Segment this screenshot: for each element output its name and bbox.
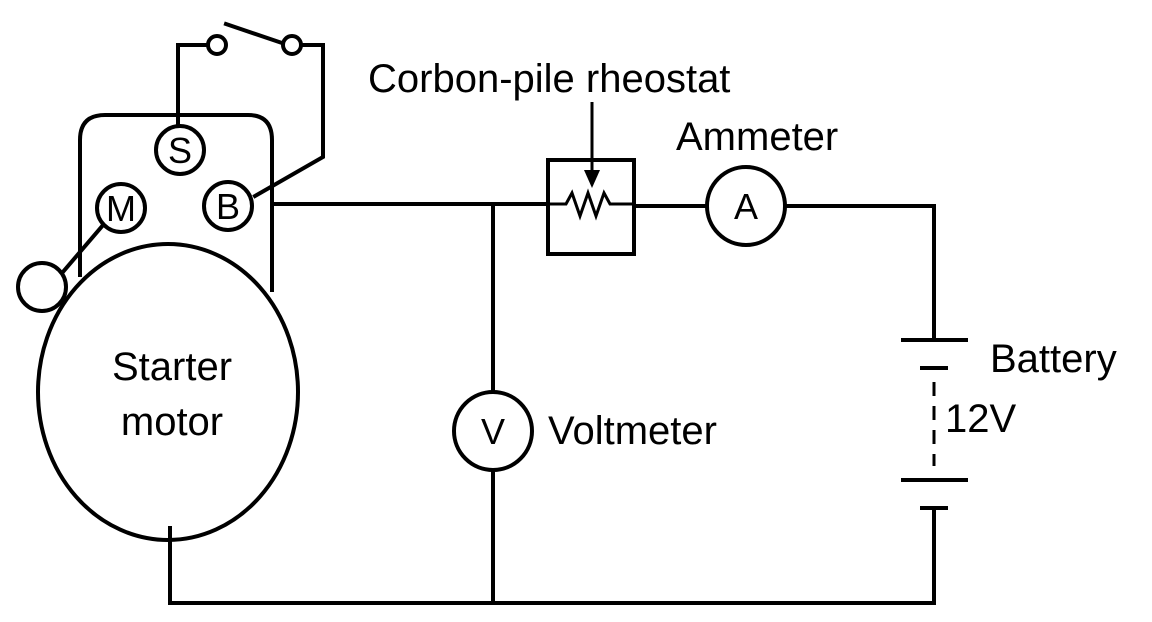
terminal-s-label: S <box>168 130 192 171</box>
starter-motor-body <box>36 242 300 542</box>
voltmeter-symbol: V <box>481 411 505 452</box>
battery-voltage-label: 12V <box>945 397 1016 441</box>
rheostat-resistor <box>548 188 634 221</box>
voltmeter-label: Voltmeter <box>548 409 717 453</box>
terminal-b <box>202 180 254 232</box>
switch-contact-right <box>281 34 303 56</box>
battery-label: Battery <box>990 337 1117 381</box>
wire-battery-return <box>168 506 936 605</box>
terminal-m-label: M <box>106 188 136 229</box>
pinion-circle <box>16 261 68 313</box>
m-terminal-link <box>59 221 107 276</box>
wire-ammeter-battery <box>783 204 936 342</box>
starter-motor-label-line2: motor <box>121 400 223 444</box>
switch-blade <box>223 21 285 46</box>
switch-contact-left <box>206 34 228 56</box>
ammeter-label: Ammeter <box>676 115 838 159</box>
rheostat-arrow-head <box>584 170 600 188</box>
ammeter-symbol: A <box>734 186 758 227</box>
switch-wire-left <box>176 43 209 127</box>
switch-wire-right <box>252 43 325 199</box>
starter-motor-label-line1: Starter <box>112 345 232 389</box>
terminal-b-label: B <box>216 186 240 227</box>
terminal-s <box>154 124 206 176</box>
terminal-m <box>95 182 147 234</box>
rheostat-label: Corbon-pile rheostat <box>368 57 730 101</box>
